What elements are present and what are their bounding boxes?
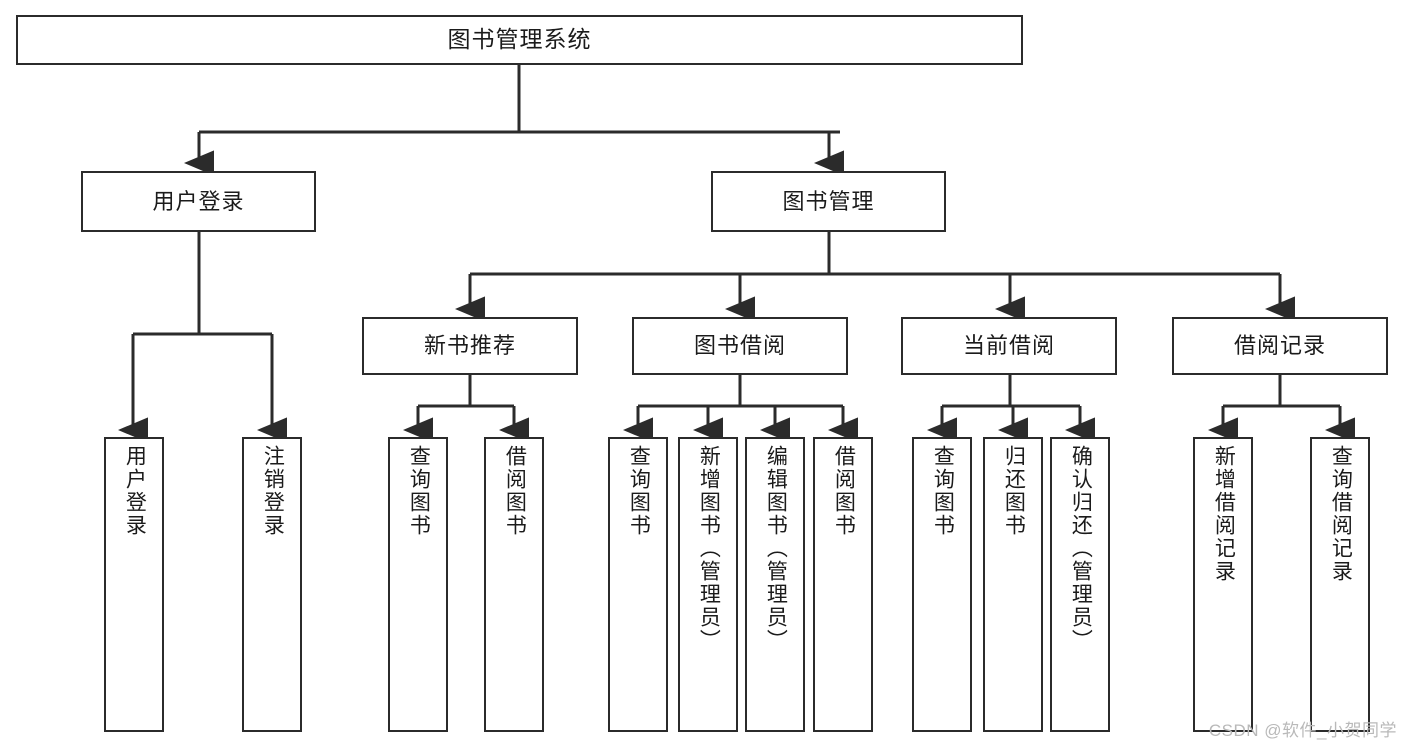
leaf-query-book-recommend[interactable]: 查询图书 (388, 437, 448, 732)
node-label: 图书管理 (782, 188, 875, 214)
node-label: 借阅记录 (1233, 333, 1326, 359)
node-new-book-recommend[interactable]: 新书推荐 (362, 317, 578, 375)
leaf-borrow-book[interactable]: 借阅图书 (813, 437, 873, 732)
node-label: 图书管理系统 (447, 26, 592, 53)
node-label: 查询图书 (627, 445, 651, 537)
node-label: 编辑图书（管理员） (764, 445, 788, 652)
node-root-system[interactable]: 图书管理系统 (16, 15, 1023, 65)
leaf-user-login[interactable]: 用户登录 (104, 437, 164, 732)
node-book-borrow[interactable]: 图书借阅 (632, 317, 848, 375)
node-user-login[interactable]: 用户登录 (81, 171, 316, 232)
node-label: 图书借阅 (693, 333, 786, 359)
leaf-borrow-book-recommend[interactable]: 借阅图书 (484, 437, 544, 732)
leaf-add-book-admin[interactable]: 新增图书（管理员） (678, 437, 738, 732)
node-label: 归还图书 (1002, 445, 1026, 537)
leaf-query-borrow-record[interactable]: 查询借阅记录 (1310, 437, 1370, 732)
node-label: 确认归还（管理员） (1069, 445, 1093, 652)
node-label: 注销登录 (261, 445, 285, 537)
node-label: 用户登录 (152, 188, 245, 214)
leaf-logout[interactable]: 注销登录 (242, 437, 302, 732)
node-borrow-records[interactable]: 借阅记录 (1172, 317, 1388, 375)
node-label: 借阅图书 (503, 445, 527, 537)
leaf-edit-book-admin[interactable]: 编辑图书（管理员） (745, 437, 805, 732)
node-label: 用户登录 (123, 445, 147, 537)
leaf-add-borrow-record[interactable]: 新增借阅记录 (1193, 437, 1253, 732)
node-label: 新书推荐 (423, 333, 516, 359)
csdn-watermark: CSDN @软件_小贺同学 (1208, 721, 1397, 740)
leaf-confirm-return-admin[interactable]: 确认归还（管理员） (1050, 437, 1110, 732)
node-current-borrow[interactable]: 当前借阅 (901, 317, 1117, 375)
node-label: 新增图书（管理员） (697, 445, 721, 652)
node-label: 查询图书 (931, 445, 955, 537)
node-book-management[interactable]: 图书管理 (711, 171, 946, 232)
node-label: 当前借阅 (962, 333, 1055, 359)
leaf-query-book-current[interactable]: 查询图书 (912, 437, 972, 732)
leaf-return-book[interactable]: 归还图书 (983, 437, 1043, 732)
node-label: 借阅图书 (832, 445, 856, 537)
node-label: 查询图书 (407, 445, 431, 537)
node-label: 新增借阅记录 (1212, 445, 1236, 583)
node-label: 查询借阅记录 (1329, 445, 1353, 583)
leaf-query-book-borrow[interactable]: 查询图书 (608, 437, 668, 732)
